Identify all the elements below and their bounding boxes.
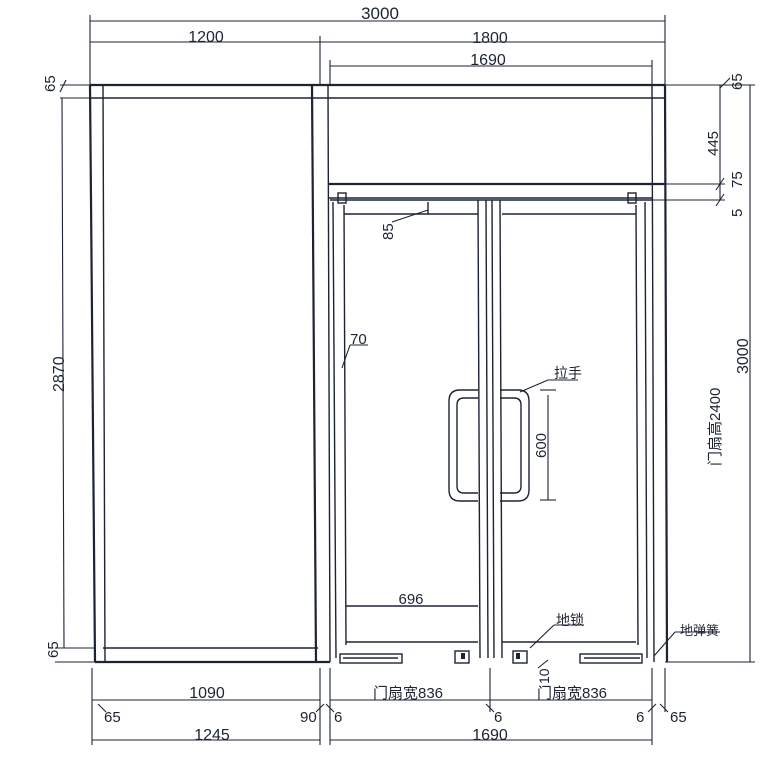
- dim-left-height: 2870: [51, 356, 68, 392]
- dim-right-total-height: 3000: [735, 338, 752, 374]
- dim-bottom-mullion: 90: [300, 709, 317, 726]
- dim-handle-length: 600: [533, 433, 550, 458]
- dim-door-height: 门扇高2400: [707, 388, 724, 466]
- dim-left-top-frame: 65: [42, 75, 59, 92]
- dim-door-width-right: 门扇宽836: [537, 685, 607, 702]
- dim-door-width-left: 门扇宽836: [373, 685, 443, 702]
- right-floor-spring: [579, 653, 643, 664]
- top-dimensions: [89, 15, 666, 85]
- label-floor-lock: 地锁: [556, 612, 584, 628]
- label-handle: 拉手: [554, 365, 582, 381]
- dim-gap-left: 6: [334, 709, 342, 726]
- dim-bottom-left-total: 1245: [194, 727, 230, 744]
- dim-transom-height: 445: [705, 131, 722, 156]
- right-pull-handle: [500, 389, 530, 502]
- left-fixed-glass-panel: [106, 100, 311, 646]
- outer-frame: [88, 83, 669, 664]
- left-door-leaf: [332, 192, 489, 659]
- dim-gap-mid: 6: [494, 709, 502, 726]
- left-floor-spring: [339, 653, 403, 664]
- dim-right-top-frame: 65: [729, 73, 746, 90]
- left-floor-lock: [454, 650, 470, 664]
- dim-top-rail: 85: [380, 223, 397, 240]
- dim-floor-lock-gap: 10: [536, 668, 552, 684]
- right-dimensions: [652, 77, 755, 663]
- dim-top-left: 1200: [188, 29, 224, 46]
- dim-bottom-left-frame: 65: [104, 709, 121, 726]
- dim-bottom-rail: 696: [398, 591, 423, 608]
- dim-gap-right: 6: [636, 709, 644, 726]
- left-dimensions: [55, 79, 95, 663]
- dim-bottom-left-panel: 1090: [189, 685, 225, 702]
- label-floor-spring: 地弹簧: [680, 623, 719, 638]
- bottom-dimensions: [91, 668, 669, 745]
- dim-bottom-right-total: 1690: [472, 727, 508, 744]
- dim-top-right: 1800: [472, 30, 508, 47]
- dim-stile: 70: [350, 331, 367, 348]
- right-door-leaf: [491, 192, 648, 659]
- dim-small-gap: 5: [729, 209, 746, 217]
- left-pull-handle: [448, 389, 478, 502]
- center-mullion: [310, 84, 331, 663]
- dim-left-bottom-frame: 65: [45, 641, 62, 658]
- dim-bottom-right-frame: 65: [670, 709, 687, 726]
- dim-transom-bar: 75: [729, 171, 746, 188]
- right-floor-lock: [512, 650, 528, 664]
- leader-lines: [341, 209, 720, 669]
- transom: [328, 182, 665, 201]
- dim-top-total: 3000: [361, 4, 399, 23]
- dim-top-inner: 1690: [470, 52, 506, 69]
